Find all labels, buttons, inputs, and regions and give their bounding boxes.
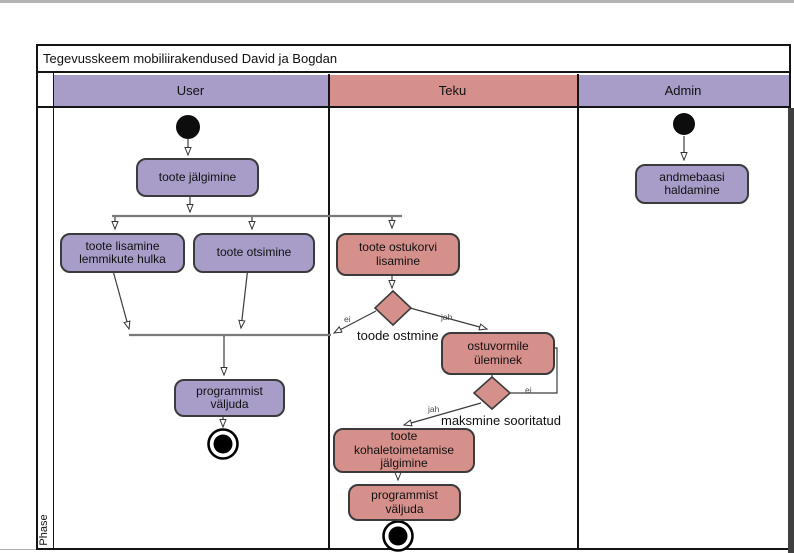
lane-divider-teku-admin [577,74,579,549]
activity-label: programmist väljuda [371,488,438,516]
activity-programmist-valjuda-user[interactable]: programmist väljuda [174,379,285,417]
edge-jah-to-kohaletoimetamine [404,402,482,425]
activity-ostuvormile-uleminek[interactable]: ostuvormile üleminek [441,332,555,375]
edge-ei-to-merge [334,310,377,333]
activity-label: andmebaasi haldamine [659,169,725,197]
activity-label: ostuvormile üleminek [467,339,529,367]
guard-ei-toode-ostmine: ei [344,314,351,324]
guard-jah-maksmine: jah [428,404,440,414]
activity-label: toote otsimine [216,245,292,260]
edge-lisamine-to-merge [111,266,129,329]
lane-header-user-label: User [176,83,205,98]
guard-jah-toode-ostmine: jah [441,312,453,322]
activity-label: toote ostukorvi lisamine [358,240,438,268]
decision-label-toode-ostmine: toode ostmine [357,328,439,343]
window-top-edge [0,0,794,3]
lane-header-teku-label: Teku [438,83,467,98]
activity-programmist-valjuda-teku[interactable]: programmist väljuda [348,484,461,521]
edge-jah-to-ostuvormile [409,307,487,329]
lane-header-admin-label: Admin [664,83,702,98]
lane-header-admin[interactable]: Admin [577,75,789,106]
phase-header-spacer [38,75,53,106]
activity-label: toote lisamine lemmikute hulka [79,238,166,266]
activity-toote-ostukorvi-lisamine[interactable]: toote ostukorvi lisamine [336,233,460,276]
end-node-user[interactable] [207,428,239,460]
activity-label: toote jälgimine [158,169,237,184]
activity-label: toote kohaletoimetamise jälgimine [353,429,455,471]
decision-label-maksmine-sooritatud: maksmine sooritatud [441,413,561,428]
start-node-admin[interactable] [673,113,695,135]
start-node-user[interactable] [176,115,200,139]
lane-header-band: User Teku Admin [38,75,789,108]
decision-maksmine-sooritatud[interactable] [472,375,512,411]
end-node-teku[interactable] [382,520,414,552]
page-bottom-edge [0,549,36,550]
activity-toote-kohaletoimetamise-jalgimine[interactable]: toote kohaletoimetamise jälgimine [333,428,475,473]
activity-label: programmist väljuda [196,383,263,411]
activity-andmebaasi-haldamine[interactable]: andmebaasi haldamine [635,164,749,204]
phase-column-divider [53,73,54,549]
lane-divider-user-teku [328,74,330,549]
guard-ei-maksmine: ei [525,385,532,395]
lane-header-teku[interactable]: Teku [328,75,577,106]
activity-toote-otsimine[interactable]: toote otsimine [193,233,315,273]
pool-title-row: Tegevusskeem mobiliirakendused David ja … [38,46,789,73]
edge-otsimine-to-merge [241,266,249,328]
lane-header-user[interactable]: User [53,75,328,106]
activity-toote-lisamine-lemmikute-hulka[interactable]: toote lisamine lemmikute hulka [60,233,185,273]
decision-toode-ostmine[interactable] [373,289,413,327]
canvas-right-edge [788,108,794,553]
activity-toote-jalgimine[interactable]: toote jälgimine [136,158,259,197]
swimlane-pool[interactable]: Tegevusskeem mobiliirakendused David ja … [36,44,791,550]
diagram-title: Tegevusskeem mobiliirakendused David ja … [43,51,338,66]
